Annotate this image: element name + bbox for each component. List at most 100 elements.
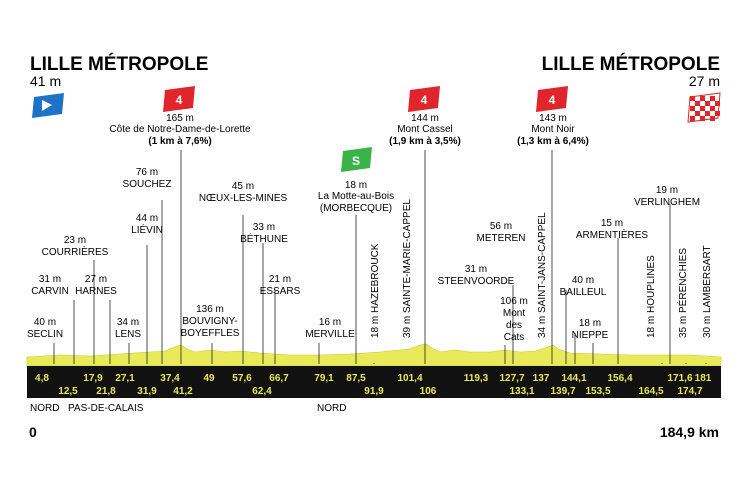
place-altitude: 15 m [601,218,623,229]
place-name: BAILLEUL [560,287,607,298]
km-marker: 21,8 [96,386,116,397]
climb-name: Côte de Notre-Dame-de-Lorette [109,124,251,135]
km-marker: 17,9 [83,373,103,384]
km-marker: 133,1 [509,386,534,397]
place-altitude: 31 m [39,274,61,285]
km-marker: 181 [695,373,712,384]
place-name: ARMENTIÈRES [576,228,649,241]
place-altitude: 34 m [117,317,139,328]
climb-altitude: 165 m [166,113,194,124]
climb-flag-icon: 4 [408,86,440,112]
climb-category: 4 [176,93,183,107]
sprint-altitude: 18 m [345,180,367,191]
place-altitude: 106 m [500,296,528,307]
km-marker: 164,5 [638,386,663,397]
sprint-flag-icon: S [341,147,372,172]
place-name: des [506,320,522,331]
place-altitude: 44 m [136,213,158,224]
distance-start: 0 [29,424,37,440]
place-altitude: 19 m [656,185,678,196]
sprint-detail: (MORBECQUE) [320,203,392,214]
km-marker: 4,8 [35,373,49,384]
start-altitude: 41 m [30,73,61,89]
climb-name: Mont Noir [531,124,575,135]
place-name: NŒUX-LES-MINES [199,193,288,204]
distance-total: 184,9 km [660,424,719,440]
vertical-place-label: 35 m PÉRENCHIES [676,248,689,338]
climb-detail: (1,3 km à 6,4%) [517,136,589,147]
climb-category: 4 [421,93,428,107]
vertical-place-label: 30 m LAMBERSART [702,245,713,338]
place-name: SOUCHEZ [123,179,172,190]
sprint-name: La Motte-au-Bois [318,191,394,202]
place-name: BÉTHUNE [240,232,288,245]
km-marker: 37,4 [160,373,180,384]
vertical-place-label: 18 m HAZEBROUCK [370,243,381,338]
start-town: LILLE MÉTROPOLE [30,53,208,75]
place-name: LIÉVIN [131,223,163,236]
vertical-place-label: 39 m SAINTE-MARIE-CAPPEL [402,199,413,338]
place-name: SECLIN [27,329,63,340]
climb-altitude: 143 m [539,113,567,124]
start-flag-icon [32,93,64,118]
place-name: CARVIN [31,286,69,297]
place-name: Cats [504,332,525,343]
km-marker: 31,9 [137,386,157,397]
region-label: PAS-DE-CALAIS [68,403,144,414]
km-marker: 49 [203,373,215,384]
place-altitude: 16 m [319,317,341,328]
place-name: BOUVIGNY- [182,316,237,327]
finish-altitude: 27 m [689,73,720,89]
km-marker: 91,9 [364,386,384,397]
km-marker: 87,5 [346,373,366,384]
km-marker: 57,6 [232,373,252,384]
climb-detail: (1 km à 7,6%) [148,136,211,147]
place-altitude: 40 m [34,317,56,328]
place-name: NIEPPE [572,330,609,341]
place-name: METEREN [477,233,526,244]
distance-bar [27,366,721,398]
place-altitude: 31 m [465,264,487,275]
climb-detail: (1,9 km à 3,5%) [389,136,461,147]
km-marker: 12,5 [58,386,78,397]
km-marker: 41,2 [173,386,193,397]
vertical-place-label: 34 m SAINT-JANS-CAPPEL [537,212,548,338]
km-marker: 153,5 [585,386,610,397]
place-altitude: 45 m [232,181,254,192]
place-altitude: 33 m [253,222,275,233]
km-marker: 66,7 [269,373,289,384]
sprint-symbol: S [352,154,360,168]
place-name: MERVILLE [305,329,355,340]
km-marker: 156,4 [607,373,632,384]
place-altitude: 27 m [85,274,107,285]
place-name: VERLINGHEM [634,197,700,208]
place-name: LENS [115,329,141,340]
finish-town: LILLE MÉTROPOLE [542,53,720,75]
place-name: COURRIÈRES [42,245,109,258]
region-label: NORD [317,403,346,414]
place-name: BOYEFFLES [181,328,240,339]
region-label: NORD [30,403,59,414]
km-marker: 101,4 [397,373,422,384]
climb-altitude: 144 m [411,113,439,124]
climb-flag-icon: 4 [536,86,568,112]
